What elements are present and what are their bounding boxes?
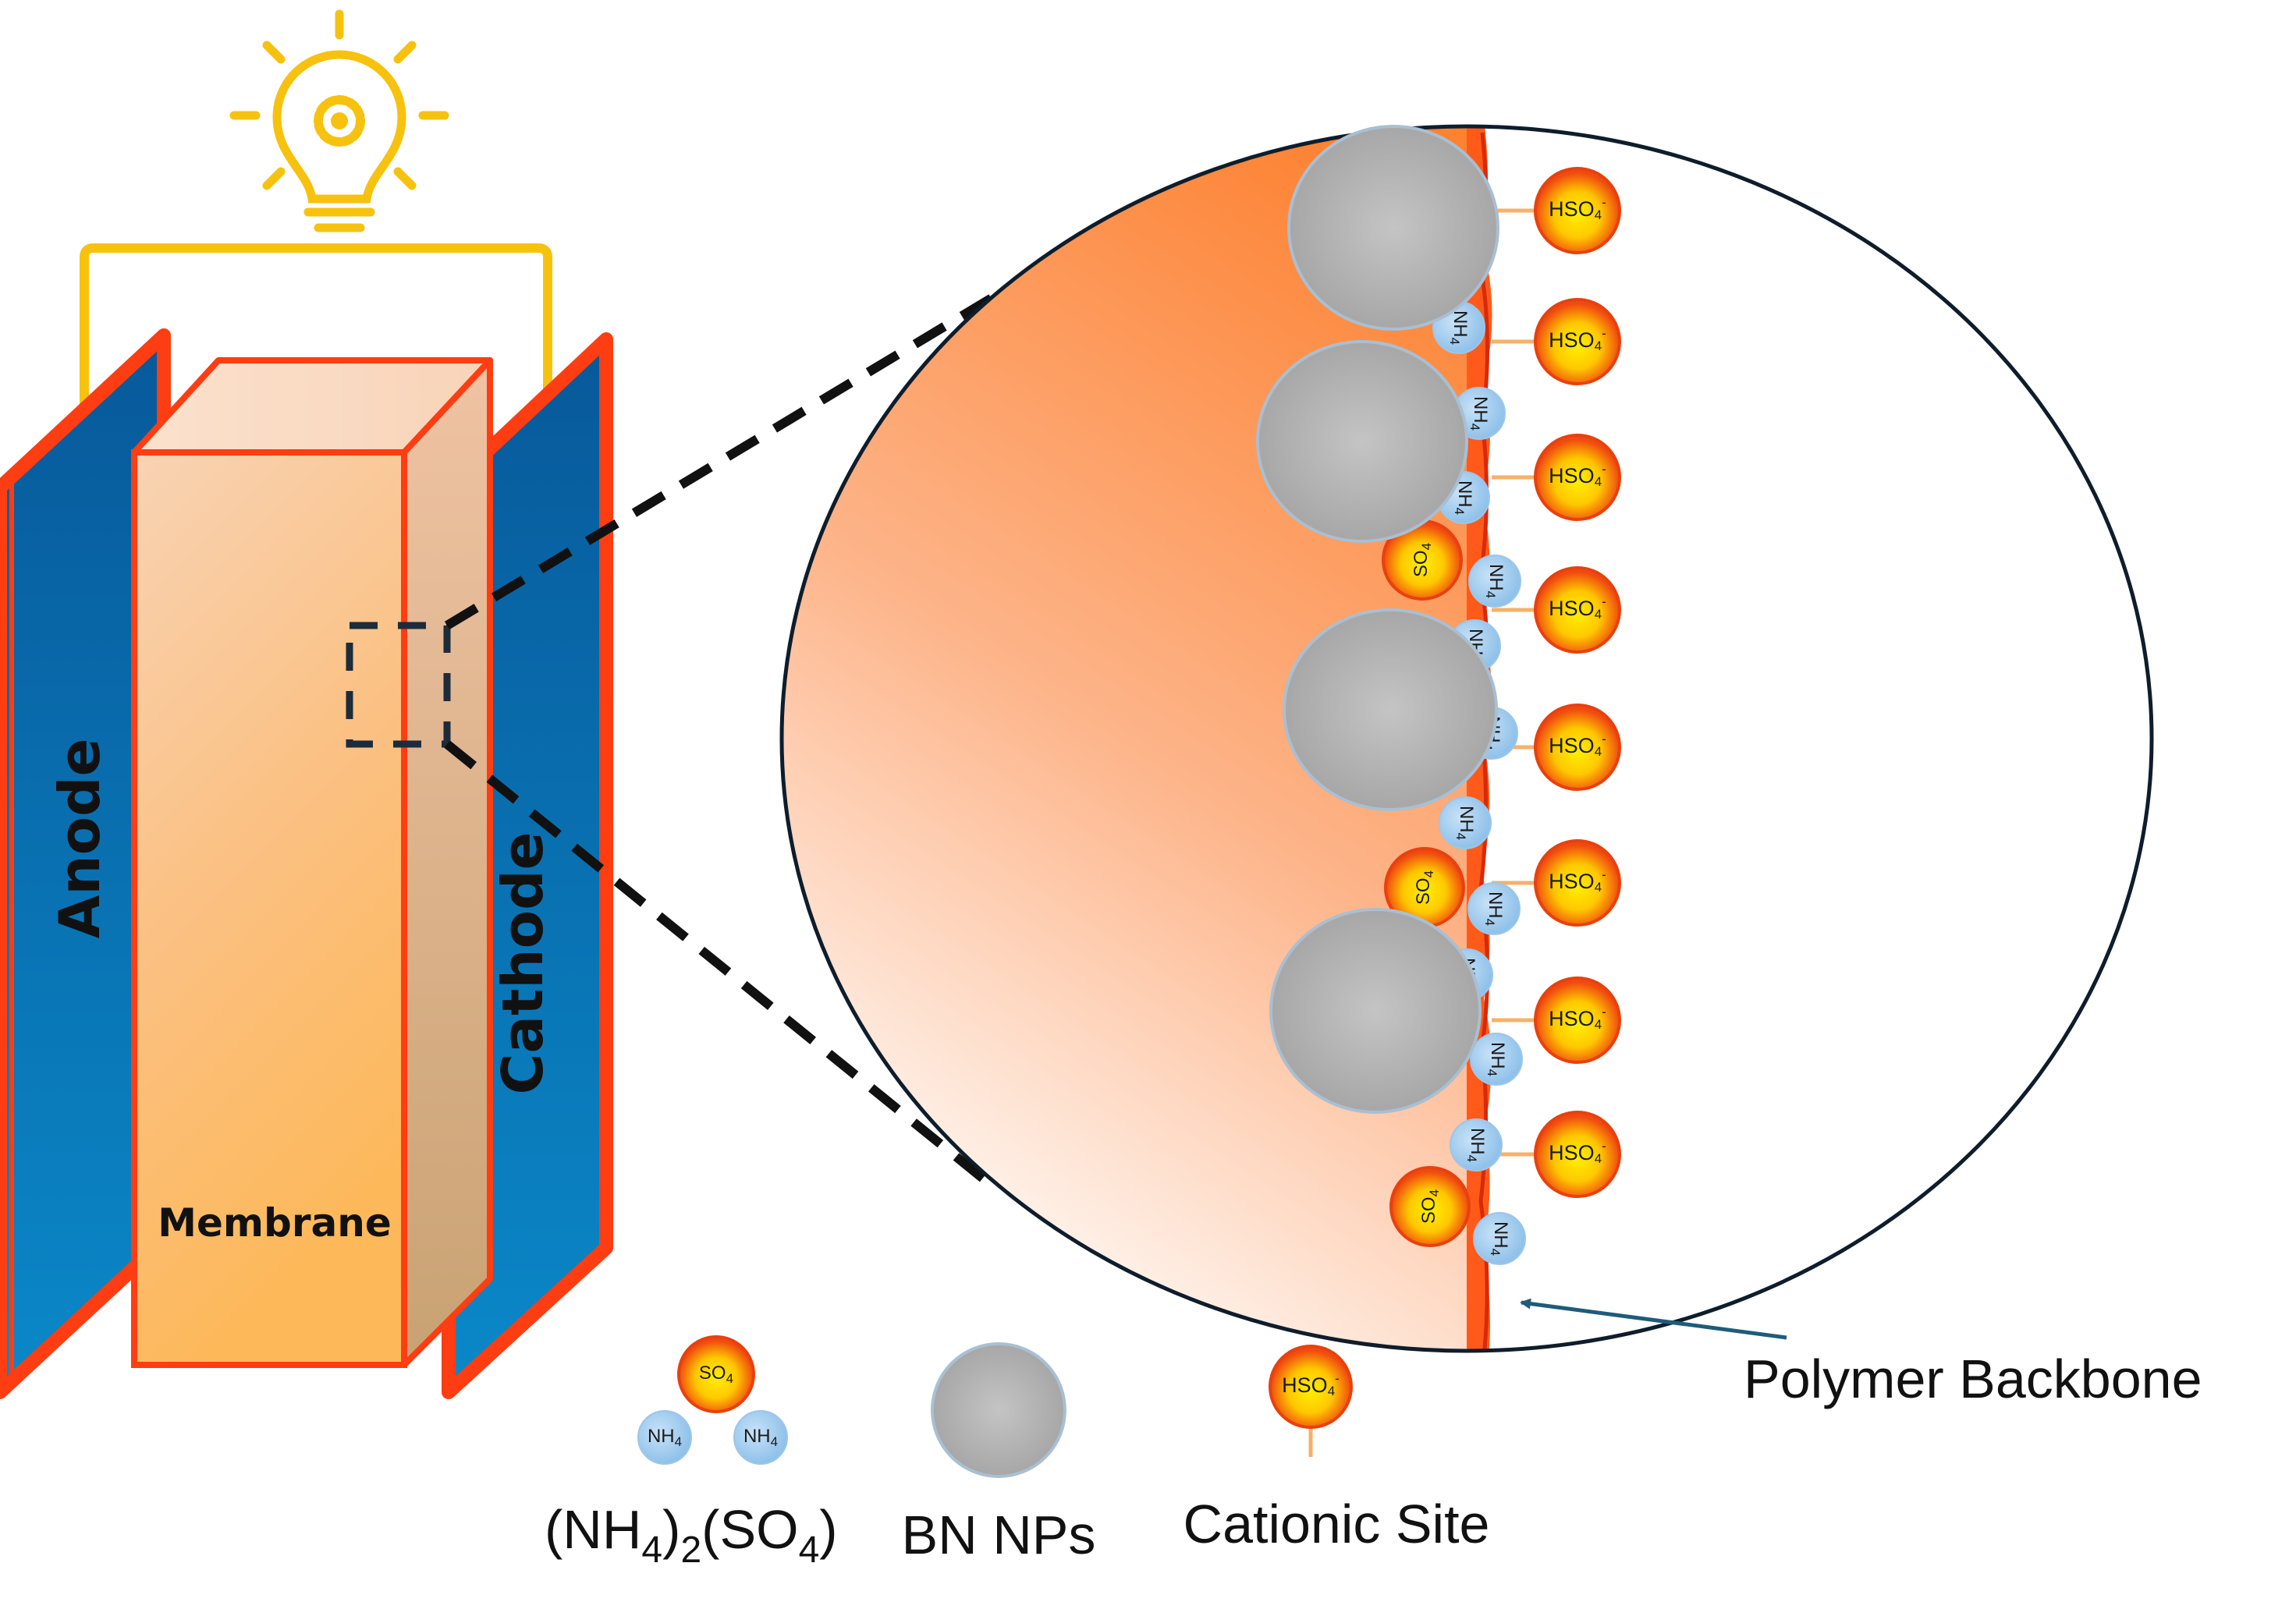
zoom-detail-layer: HSO4- HSO4- HSO4- HSO4- HSO4- HSO4- HSO4- HSO4-… [1256, 125, 1621, 1265]
ion-formula: HSO4- [1549, 594, 1606, 622]
zoom-line-bottom [444, 740, 990, 1186]
legend-ammonium-ion: NH4 [637, 1410, 692, 1465]
ammonium-ion: NH4 [1468, 555, 1521, 608]
ion-formula: NH4 [743, 1426, 778, 1449]
lightbulb-gear-icon [229, 9, 449, 232]
ion-formula: HSO4- [1282, 1371, 1340, 1398]
legend-bn-nanoparticle [931, 1342, 1066, 1478]
ion-formula: NH4 [1453, 806, 1477, 840]
cationic-site-hso4: HSO4- [1492, 566, 1621, 654]
ion-formula: HSO4- [1549, 462, 1606, 489]
ion-formula: HSO4- [1549, 867, 1606, 895]
ion-formula: HSO4- [1549, 326, 1606, 353]
cationic-site-hso4: HSO4- [1492, 434, 1621, 521]
bn-nanoparticle [1269, 908, 1482, 1114]
ion-formula: SO4 [1418, 1189, 1442, 1224]
ion-formula: NH4 [648, 1426, 682, 1449]
cationic-site-hso4: HSO4- [1269, 1345, 1353, 1457]
ion-formula: HSO4- [1549, 732, 1606, 759]
cationic-site-hso4: HSO4- [1492, 298, 1621, 385]
circuit-wire [80, 243, 552, 406]
ammonium-ion: NH4 [1439, 796, 1492, 849]
legend-sulfate-ion: SO4 [677, 1335, 755, 1413]
ammonium-ion: NH4 [1467, 882, 1521, 935]
ion-formula: NH4 [1447, 310, 1471, 345]
bn-nanoparticle [1287, 125, 1499, 331]
ion-formula: NH4 [1488, 1221, 1511, 1256]
sulfate-ion: SO4 [1382, 519, 1463, 601]
legend-ammonium-ion: NH4 [733, 1410, 788, 1465]
ion-formula: NH4 [1485, 1042, 1508, 1076]
ammonium-ion: NH4 [1473, 1212, 1526, 1265]
ion-formula: SO4 [1411, 543, 1434, 577]
bn-nanoparticle [1256, 340, 1468, 543]
ion-formula: NH4 [1467, 396, 1491, 431]
polymer-backbone-label: Polymer Backbone [1744, 1349, 2202, 1409]
legend-cationic-label: Cationic Site [1183, 1494, 1490, 1554]
cationic-site-hso4: HSO4- [1492, 976, 1621, 1064]
cathode-label: Cathode [490, 832, 555, 1095]
ion-formula: HSO4- [1549, 195, 1606, 222]
ion-formula: HSO4- [1549, 1139, 1606, 1166]
zoom-region-marker [346, 622, 451, 748]
bn-nanoparticle [1283, 608, 1498, 811]
anode-label: Anode [47, 739, 112, 939]
cationic-site-hso4: HSO4- [1492, 167, 1621, 254]
ammonium-ion: NH4 [1470, 1033, 1523, 1086]
ion-formula: SO4 [699, 1363, 733, 1386]
ion-formula: NH4 [1464, 1128, 1488, 1162]
ion-formula: NH4 [1483, 564, 1506, 598]
ion-formula: SO4 [1413, 870, 1436, 905]
ammonium-ion: NH4 [1450, 1118, 1503, 1171]
legend-salt-label: (NH4)2(SO4) [545, 1499, 838, 1571]
membrane-block [131, 357, 493, 1368]
cationic-site-hso4: HSO4- [1492, 839, 1621, 927]
sulfate-ion: SO4 [1389, 1166, 1471, 1247]
legend-bn-label: BN NPs [902, 1505, 1096, 1565]
ion-formula: NH4 [1482, 891, 1506, 926]
membrane-label: Membrane [158, 1200, 391, 1246]
ion-formula: HSO4- [1549, 1005, 1606, 1032]
polymer-backbone-arrow [1520, 1298, 1787, 1340]
